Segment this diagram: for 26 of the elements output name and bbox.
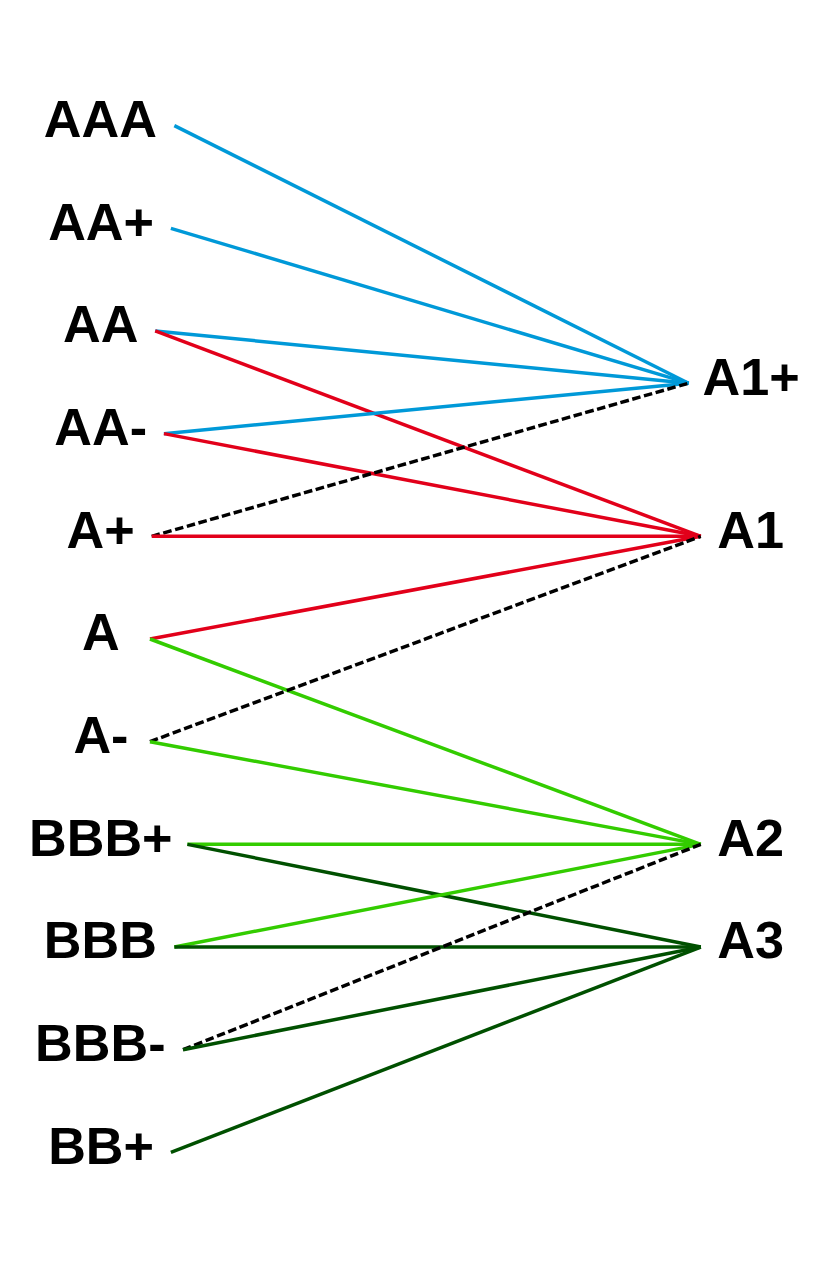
node-text: A- — [73, 705, 129, 764]
connector — [151, 381, 690, 538]
node-text: BBB — [43, 910, 157, 969]
connector — [155, 328, 689, 385]
connector — [149, 636, 702, 846]
node-text: A+ — [66, 500, 135, 559]
node-text: A3 — [717, 910, 785, 969]
connector — [174, 944, 701, 949]
connector — [182, 842, 702, 1051]
connector — [170, 944, 702, 1154]
node-text: BBB- — [35, 1013, 166, 1072]
node-text: A1 — [717, 500, 785, 559]
node-text: BB+ — [48, 1116, 155, 1175]
node-text: AAA — [43, 89, 157, 148]
node-text: AA+ — [48, 192, 155, 251]
connector — [154, 328, 702, 538]
connector — [149, 739, 702, 846]
node-text: A1+ — [702, 347, 800, 405]
node-text: A — [82, 602, 120, 661]
node-text: A2 — [717, 808, 785, 867]
node-text: AA — [62, 294, 139, 353]
connector — [149, 534, 702, 743]
connector — [163, 431, 702, 538]
node-text: BBB+ — [29, 808, 173, 867]
connector — [149, 534, 702, 641]
node-text: AA- — [54, 397, 148, 456]
